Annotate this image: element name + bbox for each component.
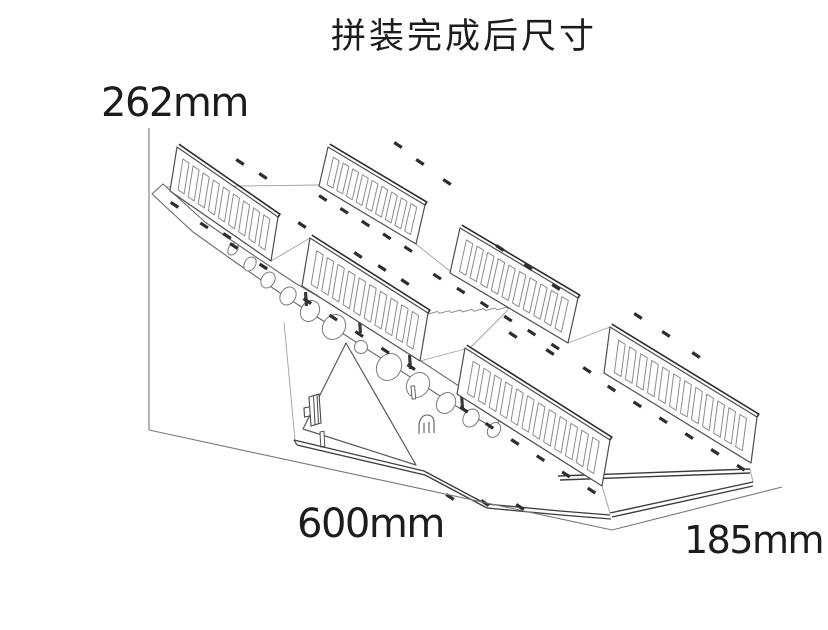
figure-title: 拼装完成后尺寸 (331, 17, 598, 57)
slotted-fence-panels (169, 143, 760, 487)
support-stand (293, 342, 612, 520)
dimension-lines (148, 128, 783, 531)
height-dimension-label: 262mm (101, 80, 249, 126)
length-dimension-label: 600mm (297, 501, 445, 547)
joint-tab-marks (169, 141, 746, 511)
side-rail-with-holes (151, 183, 504, 438)
depth-dimension-label: 185mm (684, 518, 825, 562)
